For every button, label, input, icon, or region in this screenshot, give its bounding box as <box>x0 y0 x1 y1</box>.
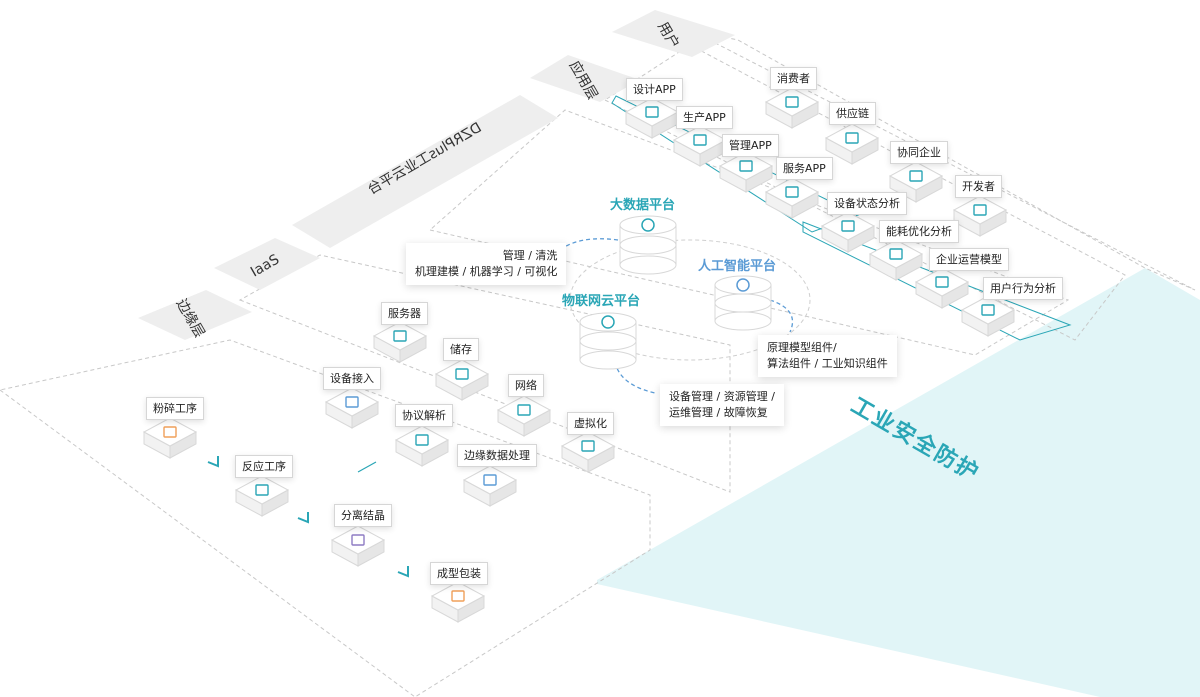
behavior-icon <box>960 295 1016 337</box>
management-app-icon <box>718 151 774 193</box>
flow-arrow-1 <box>207 456 219 468</box>
edge-layer-outline <box>0 339 651 697</box>
band-user <box>612 10 735 57</box>
app-item-service[interactable]: 服务APP <box>776 157 833 180</box>
flow-arrow-2 <box>297 512 309 524</box>
platform-layer-outline <box>428 109 1070 356</box>
partner-icon <box>888 161 944 203</box>
network-icon <box>496 395 552 437</box>
band-app <box>530 55 640 102</box>
analysis-box-outline <box>802 221 1072 341</box>
platform-label-iot: 物联网云平台 <box>562 294 641 309</box>
platform-label-ai: 人工智能平台 <box>698 259 777 274</box>
device-analysis-icon <box>820 211 876 253</box>
note-ai: 原理模型组件/ 算法组件 / 工业知识组件 <box>758 335 897 377</box>
analysis-item-user-behavior[interactable]: 用户行为分析 <box>983 277 1063 300</box>
iaas-item-server[interactable]: 服务器 <box>381 302 428 325</box>
analysis-item-device[interactable]: 设备状态分析 <box>827 192 907 215</box>
note-iot: 设备管理 / 资源管理 / 运维管理 / 故障恢复 <box>660 384 784 426</box>
double-arrow <box>357 461 377 473</box>
db-stack-iot <box>579 312 637 370</box>
label-bands <box>138 10 735 340</box>
edge-data-icon <box>462 465 518 507</box>
connect-item-device-access[interactable]: 设备接入 <box>323 367 381 390</box>
protocol-icon <box>394 425 450 467</box>
energy-icon <box>868 239 924 281</box>
safety-band <box>597 268 1200 697</box>
note-bigdata: 管理 / 清洗 机理建模 / 机器学习 / 可视化 <box>406 243 567 285</box>
note-iot-line2: 运维管理 / 故障恢复 <box>669 406 768 419</box>
cube-group <box>142 87 1016 623</box>
band-edge <box>138 290 252 340</box>
packaging-icon <box>430 581 486 623</box>
design-app-icon <box>624 97 680 139</box>
note-ai-line2: 算法组件 / 工业知识组件 <box>767 357 888 370</box>
app-item-management[interactable]: 管理APP <box>722 134 779 157</box>
analysis-item-operation[interactable]: 企业运营模型 <box>929 248 1009 271</box>
service-app-icon <box>764 177 820 219</box>
connect-item-protocol[interactable]: 协议解析 <box>395 404 453 427</box>
edge-item-crystallization[interactable]: 分离结晶 <box>334 504 392 527</box>
crystallization-icon <box>330 525 386 567</box>
user-layer-outline <box>689 29 1196 291</box>
arrow-bigdata <box>559 238 619 251</box>
user-item-developer[interactable]: 开发者 <box>955 175 1002 198</box>
iaas-item-storage[interactable]: 储存 <box>443 338 479 361</box>
user-item-partner[interactable]: 协同企业 <box>890 141 948 164</box>
edge-item-crushing[interactable]: 粉碎工序 <box>146 397 204 420</box>
reaction-icon <box>234 475 290 517</box>
iaas-item-network[interactable]: 网络 <box>508 374 544 397</box>
edge-flow-arrows <box>207 456 409 578</box>
db-stack-ai <box>714 275 772 331</box>
production-app-icon <box>672 125 728 167</box>
note-ai-line1: 原理模型组件/ <box>767 341 837 354</box>
edge-item-packaging[interactable]: 成型包装 <box>430 562 488 585</box>
supply-chain-icon <box>824 123 880 165</box>
developer-icon <box>952 195 1008 237</box>
band-platform <box>292 95 558 248</box>
arrow-ai <box>769 299 794 333</box>
band-iaas <box>214 238 320 290</box>
server-icon <box>372 321 428 363</box>
consumer-icon <box>764 87 820 129</box>
note-bigdata-line1: 管理 / 清洗 <box>502 249 558 262</box>
app-item-design[interactable]: 设计APP <box>626 78 683 101</box>
platform-orbit <box>569 239 811 361</box>
crushing-icon <box>142 417 198 459</box>
device-access-icon <box>324 387 380 429</box>
storage-icon <box>434 359 490 401</box>
app-item-production[interactable]: 生产APP <box>676 106 733 129</box>
edge-item-reaction[interactable]: 反应工序 <box>235 455 293 478</box>
platform-label-bigdata: 大数据平台 <box>610 198 676 213</box>
operation-icon <box>914 267 970 309</box>
analysis-item-energy[interactable]: 能耗优化分析 <box>879 220 959 243</box>
connect-item-edge-data[interactable]: 边缘数据处理 <box>457 444 537 467</box>
iaas-item-virtualization[interactable]: 虚拟化 <box>567 412 614 435</box>
user-item-supply-chain[interactable]: 供应链 <box>829 102 876 125</box>
virtualization-icon <box>560 431 616 473</box>
note-bigdata-line2: 机理建模 / 机器学习 / 可视化 <box>415 265 558 278</box>
flow-arrow-3 <box>397 566 409 578</box>
user-item-consumer[interactable]: 消费者 <box>770 67 817 90</box>
db-stack-bigdata <box>619 215 677 275</box>
note-iot-line1: 设备管理 / 资源管理 / <box>669 390 775 403</box>
